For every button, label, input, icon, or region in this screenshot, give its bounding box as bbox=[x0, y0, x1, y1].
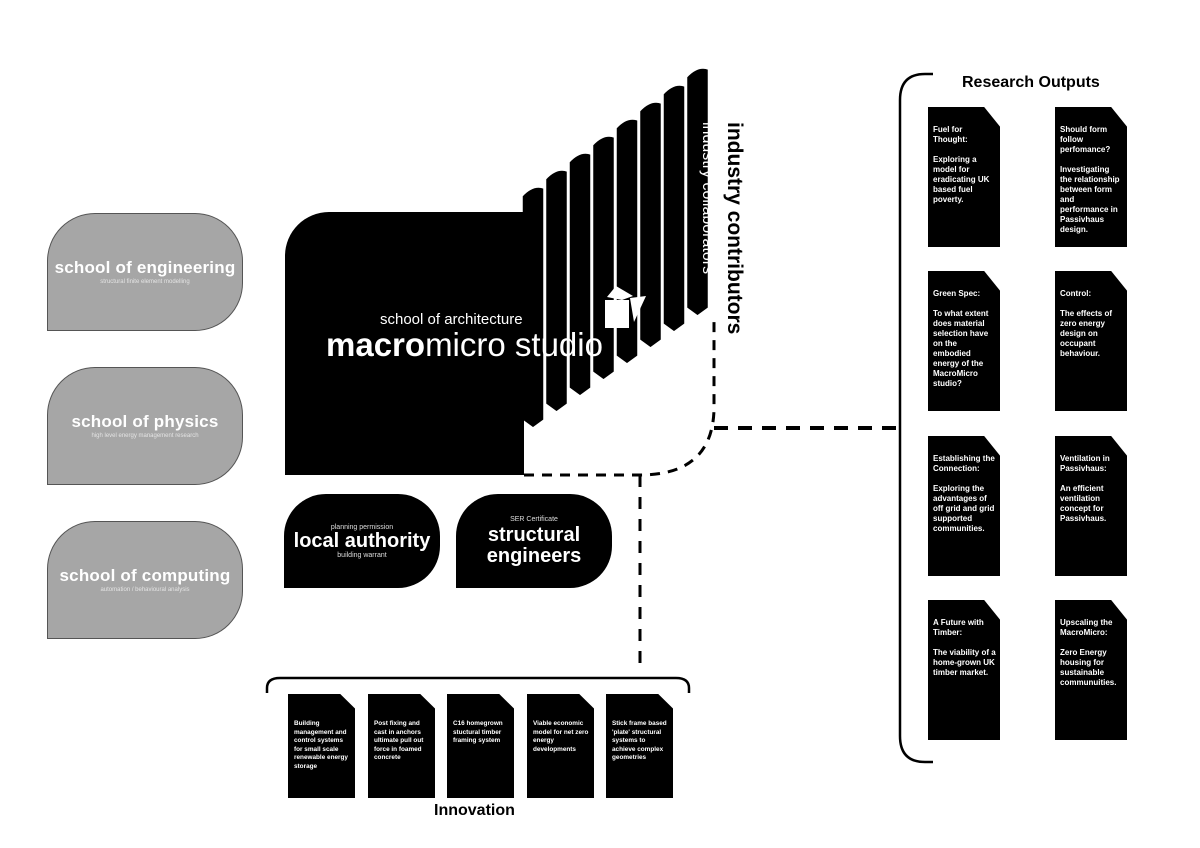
card-body: Exploring a model for eradicating UK bas… bbox=[933, 155, 990, 204]
industry-collaborators-label: industry collaborators bbox=[699, 122, 716, 275]
studio-name: macromicro studio bbox=[326, 325, 603, 365]
research-card: Green Spec: To what extent does material… bbox=[928, 271, 1000, 411]
industry-fin bbox=[544, 169, 569, 413]
card-title: Control: bbox=[1060, 289, 1092, 298]
structural-engineers-block: SER Certificate structural engineers bbox=[456, 494, 612, 588]
local-authority-above: planning permission bbox=[330, 523, 394, 531]
card-body: Zero Energy housing for sustainable comm… bbox=[1060, 648, 1117, 687]
research-card: Should form follow perfomance? Investiga… bbox=[1055, 107, 1127, 247]
innovation-card: C16 homegrown stuctural timber framing s… bbox=[447, 694, 514, 798]
local-authority-block: planning permission local authority buil… bbox=[284, 494, 440, 588]
research-card: Fuel for Thought: Exploring a model for … bbox=[928, 107, 1000, 247]
research-card: Control: The effects of zero energy desi… bbox=[1055, 271, 1127, 411]
card-body: To what extent does material selection h… bbox=[933, 309, 989, 388]
school-title: school of engineering bbox=[54, 258, 236, 277]
industry-fins bbox=[521, 67, 710, 429]
studio-name-bold: macro bbox=[326, 326, 426, 363]
card-body: Exploring the advantages of off grid and… bbox=[933, 484, 995, 533]
research-card: Establishing the Connection: Exploring t… bbox=[928, 436, 1000, 576]
innovation-card: Post fixing and cast in anchors ultimate… bbox=[368, 694, 435, 798]
industry-fin bbox=[615, 118, 639, 365]
innovation-card: Viable economic model for net zero energ… bbox=[527, 694, 594, 798]
card-body: The effects of zero energy design on occ… bbox=[1060, 309, 1113, 358]
research-card: A Future with Timber: The viability of a… bbox=[928, 600, 1000, 740]
dashed-connector bbox=[524, 315, 716, 477]
research-card: Ventilation in Passivhaus: An efficient … bbox=[1055, 436, 1127, 576]
structural-engineers-title-2: engineers bbox=[486, 544, 582, 567]
studio-name-light: micro studio bbox=[425, 326, 603, 363]
studio-school-label: school of architecture bbox=[380, 311, 523, 328]
card-title: Ventilation in Passivhaus: bbox=[1060, 454, 1110, 473]
card-title: A Future with Timber: bbox=[933, 618, 984, 637]
local-authority-below: building warrant bbox=[337, 551, 387, 559]
card-title: Fuel for Thought: bbox=[933, 125, 968, 144]
industry-fin bbox=[521, 186, 545, 429]
industry-contributors-label: industry contributors bbox=[723, 122, 746, 335]
structural-engineers-above: SER Certificate bbox=[510, 515, 558, 523]
industry-fin bbox=[568, 152, 592, 397]
school-title: school of physics bbox=[71, 412, 219, 431]
innovation-bracket bbox=[265, 676, 691, 693]
studio-block bbox=[285, 212, 524, 475]
card-title: Upscaling the MacroMicro: bbox=[1060, 618, 1113, 637]
school-physics: school of physics high level energy mana… bbox=[47, 367, 243, 485]
card-body: An efficient ventilation concept for Pas… bbox=[1060, 484, 1107, 523]
innovation-card: Building management and control systems … bbox=[288, 694, 355, 798]
innovation-heading: Innovation bbox=[434, 802, 515, 819]
research-outputs-heading: Research Outputs bbox=[962, 74, 1100, 91]
innovation-card: Stick frame based 'plate' structural sys… bbox=[606, 694, 673, 798]
school-subtitle: automation / behavioural analysis bbox=[100, 587, 190, 593]
card-title: Establishing the Connection: bbox=[933, 454, 995, 473]
school-subtitle: high level energy management research bbox=[91, 433, 199, 439]
card-body: Investigating the relationship between f… bbox=[1060, 165, 1120, 234]
school-title: school of computing bbox=[59, 566, 231, 585]
industry-fin bbox=[685, 67, 710, 317]
industry-fin bbox=[638, 101, 663, 349]
school-computing: school of computing automation / behavio… bbox=[47, 521, 243, 639]
industry-fin bbox=[662, 84, 686, 333]
structural-engineers-title-1: structural bbox=[487, 523, 581, 546]
local-authority-title: local authority bbox=[293, 529, 431, 552]
card-title: Should form follow perfomance? bbox=[1060, 125, 1111, 154]
school-subtitle: structural finite element modelling bbox=[100, 279, 190, 285]
research-card: Upscaling the MacroMicro: Zero Energy ho… bbox=[1055, 600, 1127, 740]
research-bracket bbox=[898, 72, 933, 764]
card-body: The viability of a home-grown UK timber … bbox=[933, 648, 996, 677]
card-title: Green Spec: bbox=[933, 289, 981, 298]
school-engineering: school of engineering structural finite … bbox=[47, 213, 243, 331]
